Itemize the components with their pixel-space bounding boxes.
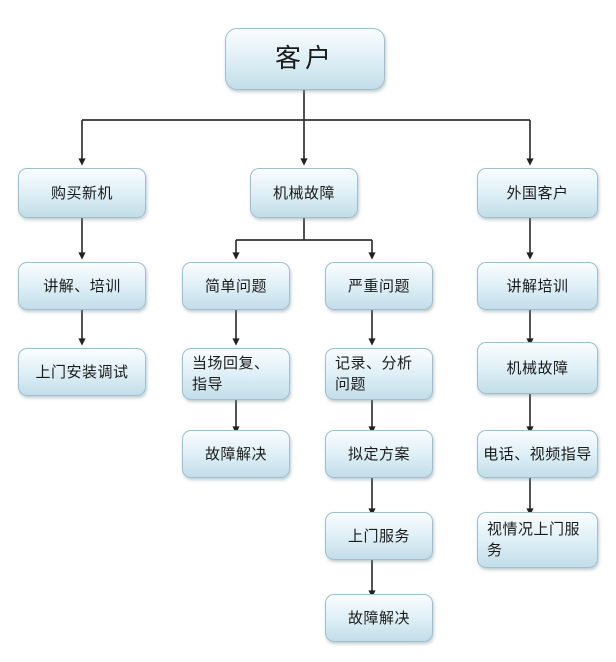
node-simple-resolved-label: 故障解决	[204, 445, 267, 463]
node-simple-reply-label: 当场回复、指导	[192, 355, 270, 393]
node-severe-resolved-label: 故障解决	[347, 609, 410, 627]
node-simple-resolved[interactable]: 故障解决	[182, 430, 290, 478]
node-fault-simple-label: 简单问题	[204, 277, 267, 295]
node-fault-severe-label: 严重问题	[347, 277, 410, 295]
node-foreign-training[interactable]: 讲解培训	[477, 262, 598, 310]
node-purchase-training[interactable]: 讲解、培训	[18, 262, 146, 310]
node-branch-fault-label: 机械故障	[272, 184, 335, 202]
node-fault-severe[interactable]: 严重问题	[325, 262, 433, 310]
node-purchase-training-label: 讲解、培训	[43, 277, 121, 295]
node-branch-foreign[interactable]: 外国客户	[477, 168, 598, 218]
node-foreign-fault[interactable]: 机械故障	[477, 342, 598, 394]
node-purchase-install-label: 上门安装调试	[35, 363, 129, 381]
node-severe-plan[interactable]: 拟定方案	[325, 430, 433, 478]
node-severe-resolved[interactable]: 故障解决	[325, 594, 433, 642]
node-foreign-training-label: 讲解培训	[506, 277, 569, 295]
node-foreign-onsite[interactable]: 视情况上门服务	[477, 512, 598, 568]
node-severe-onsite[interactable]: 上门服务	[325, 512, 433, 560]
node-foreign-guide[interactable]: 电话、视频指导	[477, 430, 598, 478]
node-fault-simple[interactable]: 简单问题	[182, 262, 290, 310]
node-branch-purchase[interactable]: 购买新机	[18, 168, 146, 218]
node-severe-onsite-label: 上门服务	[347, 527, 410, 545]
node-branch-foreign-label: 外国客户	[506, 184, 569, 202]
node-purchase-install[interactable]: 上门安装调试	[18, 348, 146, 396]
node-foreign-fault-label: 机械故障	[506, 359, 569, 377]
node-foreign-guide-label: 电话、视频指导	[483, 445, 592, 463]
node-simple-reply[interactable]: 当场回复、指导	[182, 348, 290, 400]
node-branch-fault[interactable]: 机械故障	[250, 168, 358, 218]
node-severe-record[interactable]: 记录、分析问题	[325, 348, 433, 400]
node-severe-plan-label: 拟定方案	[347, 445, 410, 463]
node-severe-record-label: 记录、分析问题	[335, 355, 413, 393]
node-foreign-onsite-label: 视情况上门服务	[487, 521, 581, 559]
node-root[interactable]: 客户	[225, 28, 385, 90]
node-branch-purchase-label: 购买新机	[50, 184, 113, 202]
node-root-label: 客户	[274, 44, 335, 73]
